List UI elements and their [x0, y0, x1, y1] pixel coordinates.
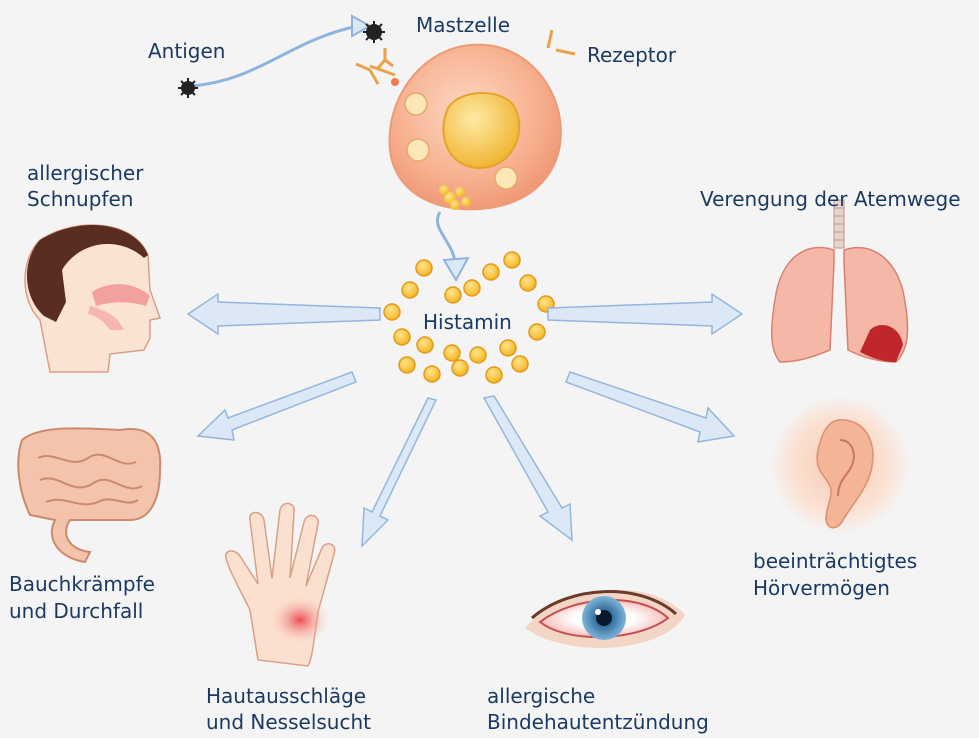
intestine-icon [18, 428, 160, 562]
lungs-icon [772, 200, 908, 362]
bauch-label-line2: und Durchfall [9, 598, 143, 625]
mast-cell-icon [390, 45, 561, 210]
antigen-label: Antigen [148, 38, 225, 65]
histamin-label: Histamin [423, 309, 512, 336]
red-eye-icon [525, 590, 685, 648]
atemwege-label: Verengung der Atemwege [700, 186, 961, 213]
mastzelle-label: Mastzelle [416, 12, 510, 39]
head-nose-icon [25, 225, 160, 372]
schnupfen-label-line1: allergischer [27, 160, 143, 187]
haut-label-line1: Hautausschläge [206, 683, 366, 710]
hoer-label-line1: beeinträchtigtes [753, 548, 917, 575]
bauch-label-line1: Bauchkrämpfe [9, 571, 155, 598]
bindehaut-label-line1: allergische [487, 683, 595, 710]
ear-icon [770, 395, 910, 535]
schnupfen-label-line2: Schnupfen [27, 186, 133, 213]
rezeptor-label: Rezeptor [587, 42, 676, 69]
hoer-label-line2: Hörvermögen [753, 575, 890, 602]
haut-label-line2: und Nesselsucht [206, 709, 371, 736]
bindehaut-label-line2: Bindehautentzündung [487, 709, 709, 736]
hand-rash-icon [226, 503, 335, 666]
